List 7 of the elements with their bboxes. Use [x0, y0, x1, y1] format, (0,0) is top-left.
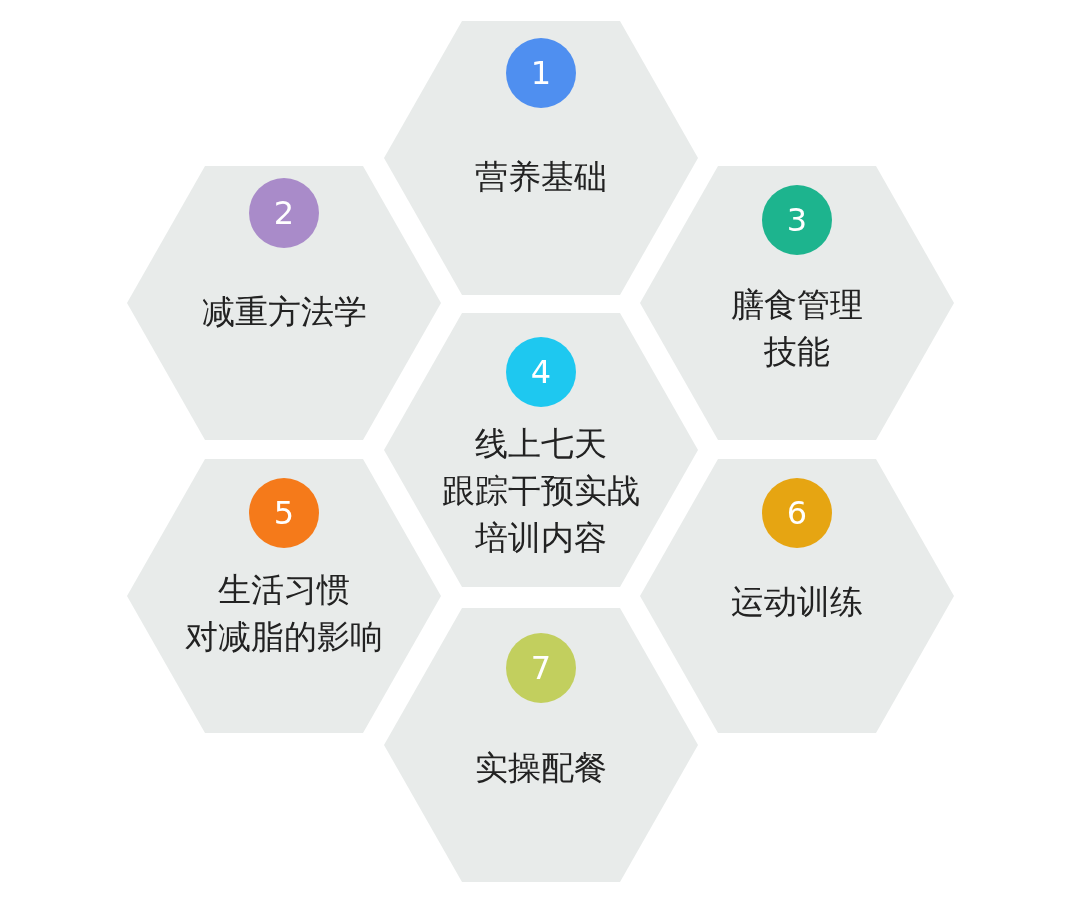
topic-label: 减重方法学 [200, 290, 368, 333]
topic-label: 实操配餐 [474, 746, 608, 789]
topic-label: 线上七天跟踪干预实战培训内容 [441, 422, 641, 559]
topic-label: 生活习惯对减脂的影响 [184, 569, 384, 658]
topic-label: 运动训练 [730, 580, 864, 623]
topic-label: 营养基础 [474, 155, 608, 198]
topic-label: 膳食管理技能 [730, 284, 864, 373]
